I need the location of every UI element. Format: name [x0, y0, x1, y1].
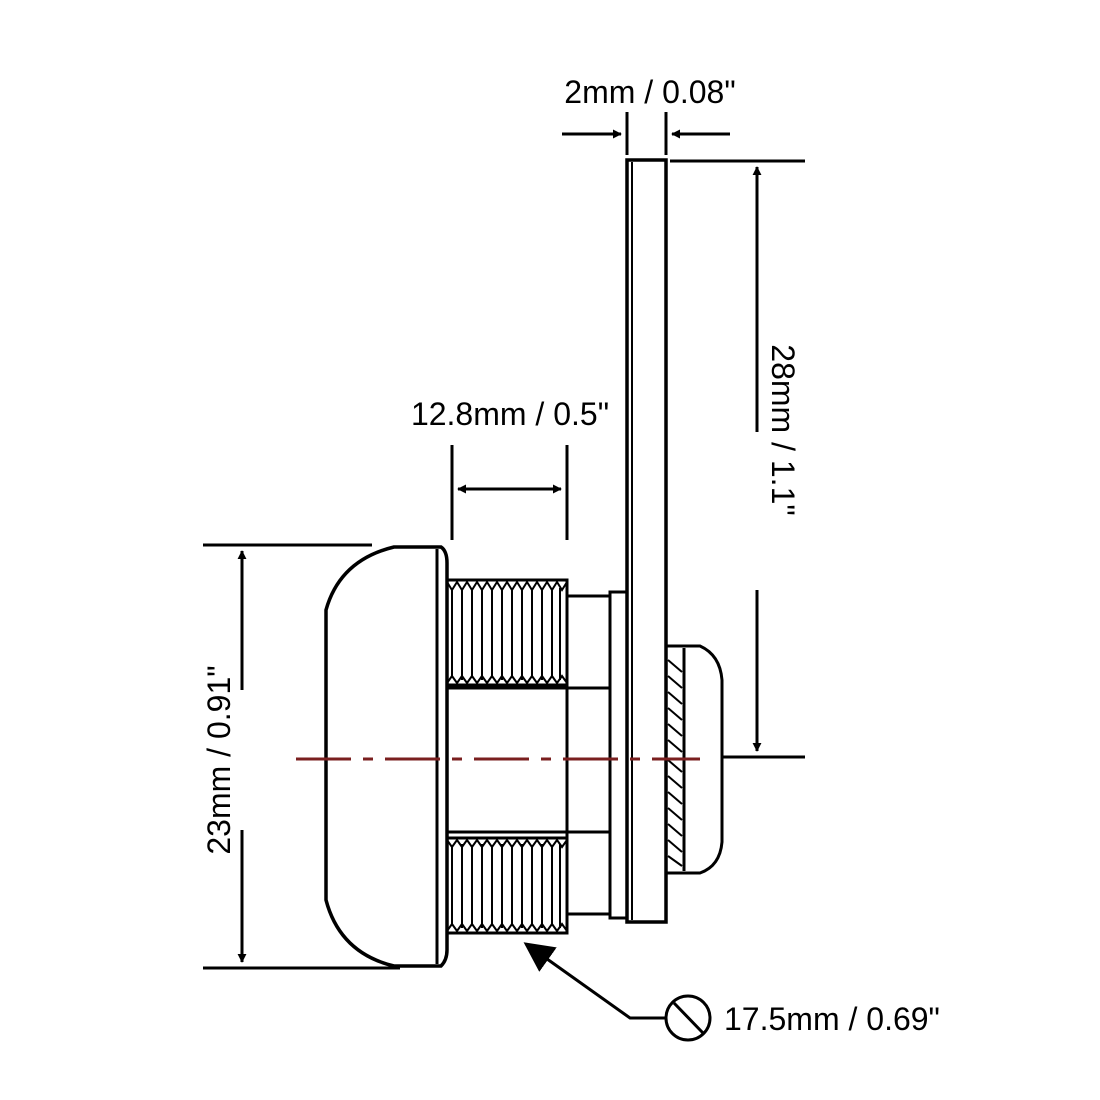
dim-head-diameter: 23mm / 0.91" — [201, 543, 400, 970]
thread-upper — [445, 578, 569, 687]
cam-length-label: 28mm / 1.1" — [765, 344, 801, 515]
dim-cam-length: 28mm / 1.1" — [670, 159, 805, 752]
diameter-icon — [664, 994, 712, 1042]
cam-thickness-label: 2mm / 0.08" — [564, 74, 735, 110]
head-diameter-label: 23mm / 0.91" — [201, 665, 237, 854]
cam-plate — [625, 158, 668, 924]
barrel-body — [447, 590, 629, 920]
thread-diameter-label: 17.5mm / 0.69" — [724, 1001, 940, 1037]
dim-thread-diameter: 17.5mm / 0.69" — [523, 942, 940, 1042]
dim-thread-length: 12.8mm / 0.5" — [411, 396, 609, 540]
dim-cam-thickness: 2mm / 0.08" — [562, 74, 736, 155]
centerline — [296, 755, 805, 761]
lock-head — [324, 545, 449, 968]
thread-lower — [445, 836, 569, 935]
thread-length-label: 12.8mm / 0.5" — [411, 396, 609, 432]
